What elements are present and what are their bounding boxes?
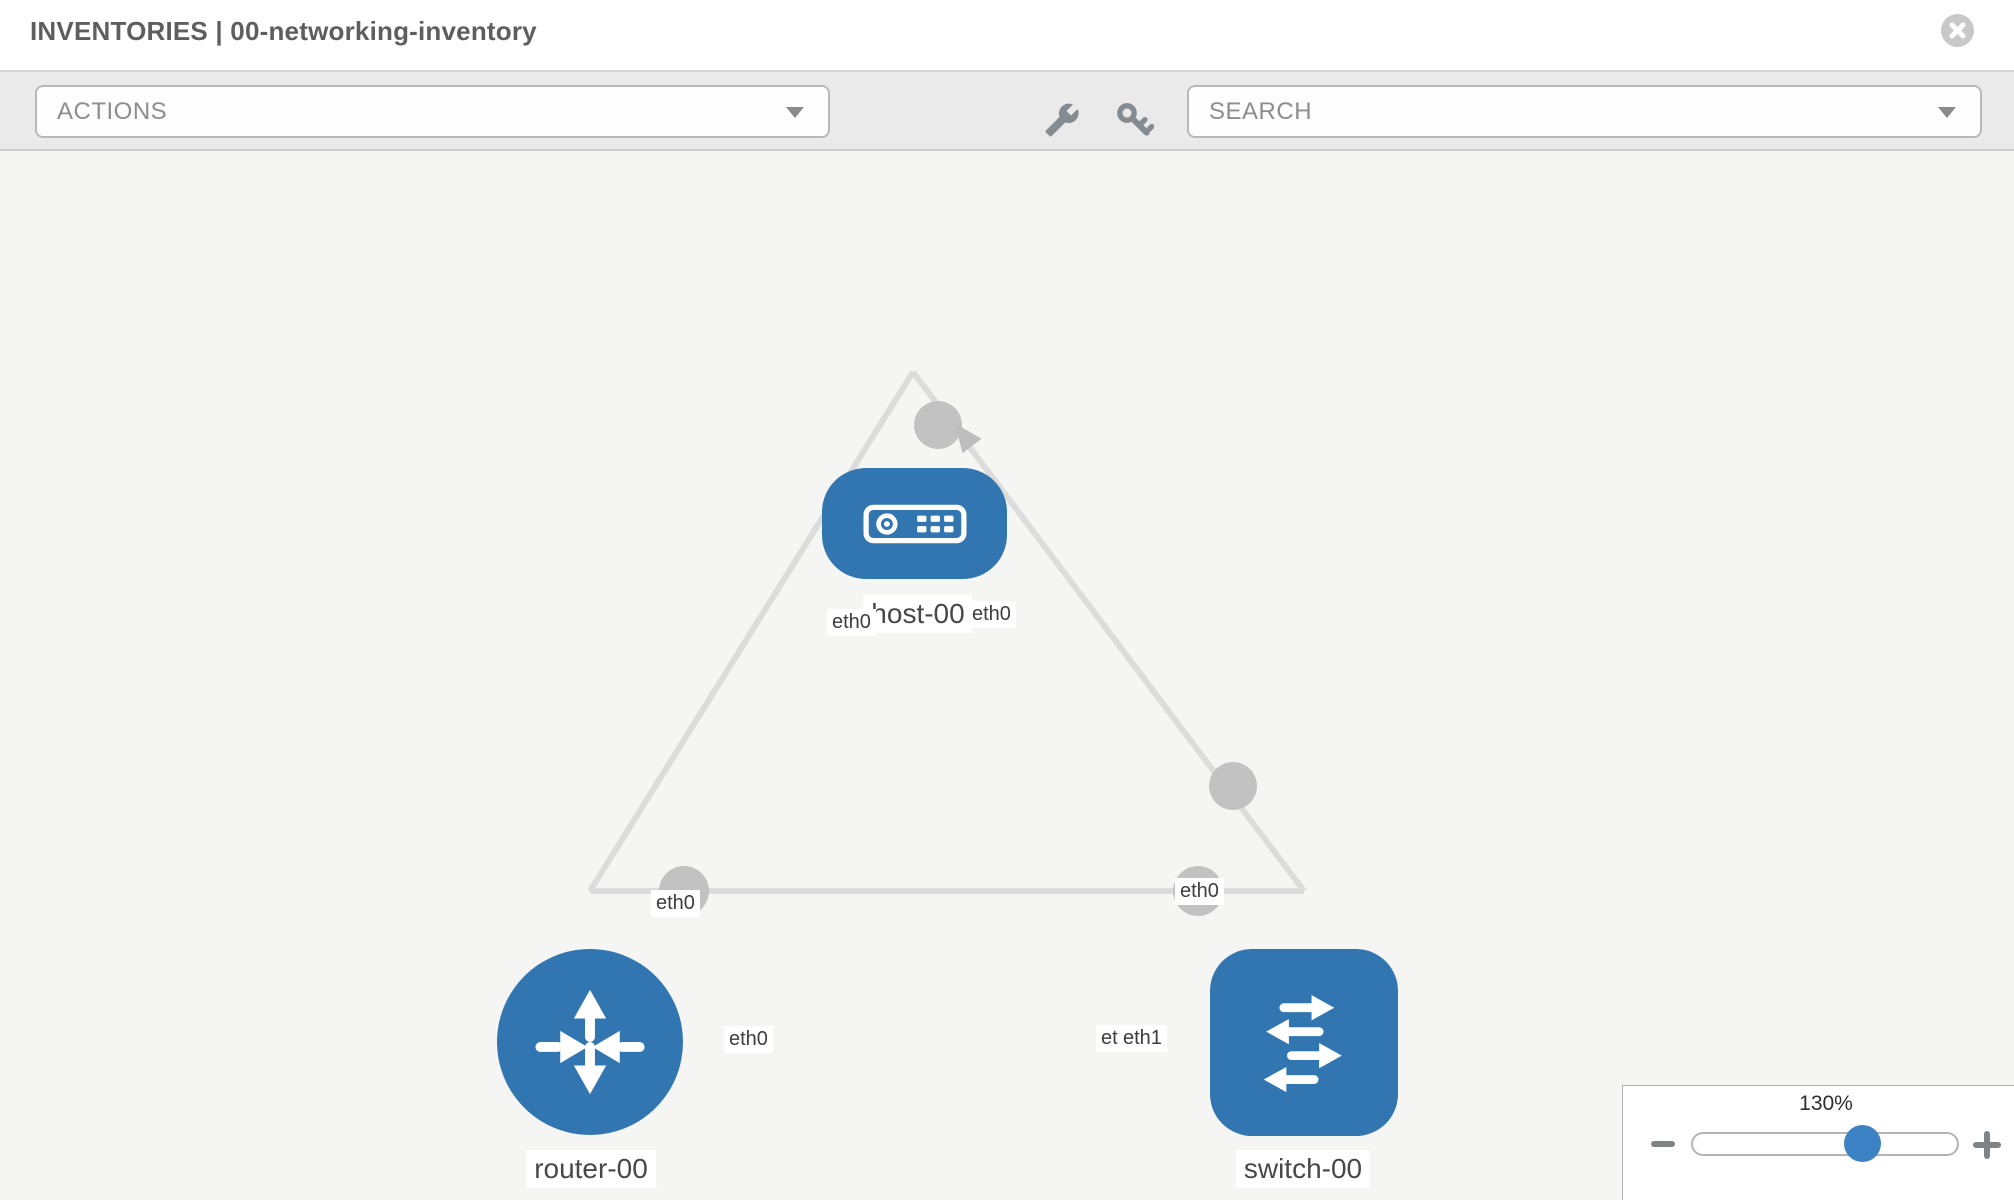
chevron-down-icon	[1938, 106, 1956, 118]
endpoint-host-bottom	[914, 401, 962, 449]
toolbar: ACTIONS SEARCH	[0, 72, 2014, 151]
actions-dropdown[interactable]: ACTIONS	[35, 85, 830, 138]
chevron-down-icon	[786, 106, 804, 118]
link-arrow-icon	[955, 423, 982, 454]
switch-device-icon	[1263, 994, 1342, 1092]
interface-label-host-left: eth0	[827, 609, 876, 636]
router-device-icon	[535, 989, 645, 1095]
endpoint-switch-top	[1209, 762, 1257, 810]
zoom-in-button[interactable]	[1972, 1130, 2002, 1165]
search-dropdown-label: SEARCH	[1209, 97, 1313, 125]
header-bar: INVENTORIES | 00-networking-inventory	[0, 0, 2014, 72]
configure-button[interactable]	[1044, 102, 1080, 143]
zoom-slider-track[interactable]	[1691, 1132, 1959, 1156]
node-switch-00[interactable]	[1210, 949, 1398, 1136]
interface-label-router-east: eth0	[724, 1026, 773, 1053]
search-dropdown[interactable]: SEARCH	[1187, 85, 1982, 138]
wrench-icon	[1045, 103, 1079, 137]
interface-label-host-right: eth0	[967, 601, 1016, 628]
node-router-00[interactable]	[497, 949, 683, 1135]
plus-icon	[1973, 1131, 2001, 1159]
interface-label-switch-west: eth1	[1118, 1025, 1167, 1052]
topology-canvas[interactable]: host-00 router-00 switch-00 eth0 eth0 et…	[0, 151, 2014, 1200]
node-label-switch: switch-00	[1235, 1150, 1371, 1188]
link-host-router	[587, 370, 916, 893]
close-button[interactable]	[1941, 14, 1974, 47]
zoom-control-panel: 130%	[1622, 1085, 2014, 1200]
node-host-00[interactable]	[822, 468, 1007, 579]
credentials-button[interactable]	[1114, 100, 1155, 145]
page-title: INVENTORIES | 00-networking-inventory	[30, 16, 537, 46]
zoom-out-button[interactable]	[1651, 1141, 1675, 1147]
node-label-router: router-00	[526, 1150, 656, 1188]
node-label-host: host-00	[863, 595, 973, 633]
key-icon	[1117, 103, 1155, 136]
zoom-slider-handle[interactable]	[1844, 1125, 1881, 1162]
host-device-icon	[863, 504, 966, 543]
zoom-level-readout: 130%	[1799, 1092, 1853, 1115]
interface-label-switch-uplink: eth0	[1175, 878, 1224, 905]
actions-dropdown-label: ACTIONS	[57, 97, 168, 125]
interface-label-router-uplink: eth0	[651, 890, 700, 917]
topology-links-layer	[587, 370, 1307, 916]
close-icon	[1949, 22, 1966, 39]
